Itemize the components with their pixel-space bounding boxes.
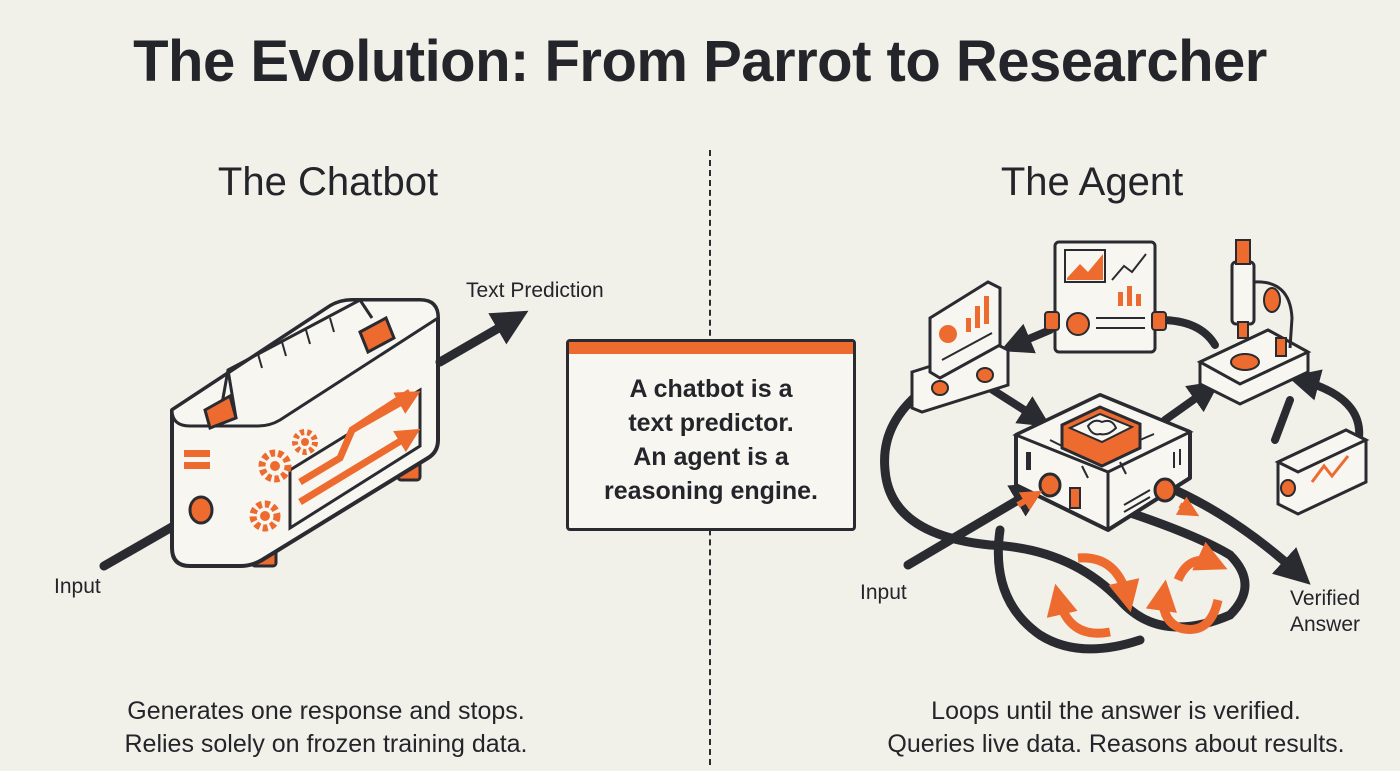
agent-output-label: Verified Answer [1290, 587, 1361, 636]
callout-text: A chatbot is a text predictor. An agent … [604, 375, 818, 505]
agent-illustration [880, 239, 1370, 654]
gear-icon [249, 429, 318, 532]
chatbot-illustration [99, 298, 529, 571]
chatbot-output-arrow [435, 310, 529, 367]
charts-module [1044, 240, 1167, 354]
refresh-loop-icon [1145, 541, 1228, 634]
callout-box: A chatbot is a text predictor. An agent … [566, 339, 856, 531]
agent-heading: The Agent [1000, 160, 1184, 204]
callout-accent-bar [569, 342, 853, 354]
chatbot-input-label: Input [54, 575, 101, 598]
agent-caption: Loops until the answer is verified. Quer… [887, 697, 1345, 758]
output-module [1274, 428, 1370, 516]
chatbot-output-label: Text Prediction [466, 279, 604, 302]
chatbot-heading: The Chatbot [217, 160, 439, 204]
dashboard-module [910, 280, 1010, 414]
microscope-module [1196, 239, 1312, 406]
chatbot-caption: Generates one response and stops. Relies… [124, 697, 528, 758]
agent-input-arrow [903, 482, 1048, 570]
agent-input-label: Input [860, 581, 907, 604]
brain-icon [1086, 419, 1118, 436]
refresh-loop-icon [1046, 553, 1140, 638]
page-title: The Evolution: From Parrot to Researcher [133, 29, 1267, 94]
brain-chip-core [1012, 393, 1194, 532]
